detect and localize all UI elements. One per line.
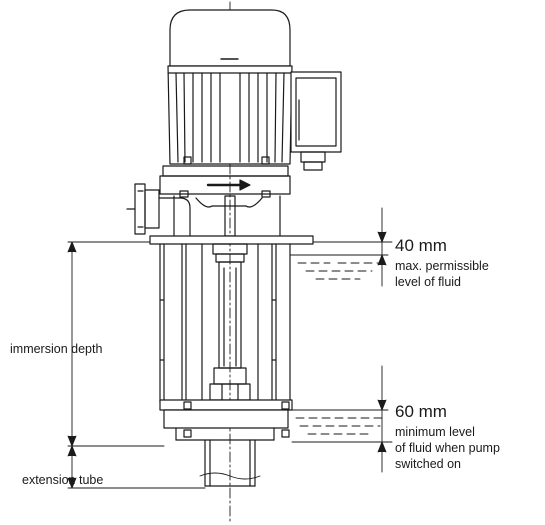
terminal-box bbox=[290, 71, 342, 171]
motor-body bbox=[167, 65, 293, 165]
top-dimension-label: 40 mm bbox=[395, 236, 447, 255]
dimension-40mm bbox=[312, 207, 393, 287]
immersion-depth-label: immersion depth bbox=[10, 342, 103, 356]
bottom-dimension-label: 60 mm bbox=[395, 402, 447, 421]
bottom-caption-line2: of fluid when pump bbox=[395, 441, 500, 455]
pump-shaft bbox=[209, 243, 251, 401]
dimension-extension-tube bbox=[67, 445, 206, 489]
motor-fan-cover bbox=[169, 9, 291, 67]
fluid-level-max bbox=[289, 254, 389, 280]
fluid-level-min bbox=[289, 409, 389, 443]
dimension-60mm bbox=[291, 365, 393, 473]
discharge-outlet bbox=[126, 183, 191, 237]
top-caption-line2: level of fluid bbox=[395, 275, 462, 289]
pump-housing bbox=[159, 399, 293, 441]
extension-tube-drawing bbox=[199, 439, 261, 487]
top-caption-line1: max. permissible bbox=[395, 259, 489, 273]
column-tubes bbox=[159, 243, 291, 403]
bottom-caption-line3: switched on bbox=[395, 457, 462, 471]
extension-tube-label: extension tube bbox=[22, 473, 104, 487]
bottom-caption-line1: minimum level bbox=[395, 425, 475, 439]
motor-flange bbox=[159, 165, 291, 198]
mounting-plate bbox=[67, 235, 314, 245]
